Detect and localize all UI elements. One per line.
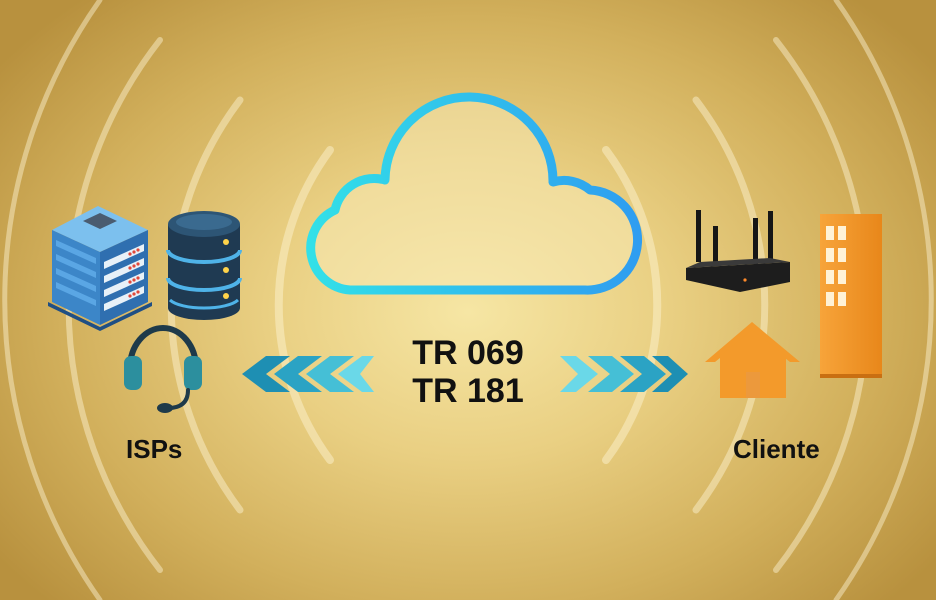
house-icon — [705, 322, 800, 398]
arrow-chevron-right-4 — [652, 356, 688, 392]
protocol-label-tr181: TR 181 — [412, 372, 524, 410]
signal-wave-right-4 — [833, 0, 934, 600]
arrow-left-group — [242, 356, 374, 392]
arrow-chevron-left-3 — [306, 356, 354, 392]
signal-wave-right-1 — [602, 146, 662, 464]
arrow-chevron-right-2 — [588, 356, 634, 392]
arrow-right-group — [560, 356, 688, 392]
arrow-chevron-left-2 — [274, 356, 322, 392]
signal-wave-left-1 — [274, 146, 334, 464]
building-icon — [820, 214, 882, 378]
database-icon — [166, 211, 242, 320]
signal-wave-left-4 — [2, 0, 103, 600]
isp-label: ISPs — [126, 434, 183, 464]
protocol-label-tr069: TR 069 — [412, 334, 524, 372]
headset-icon — [124, 325, 202, 413]
arrow-chevron-left-4 — [338, 356, 374, 392]
cloud-icon — [306, 92, 643, 295]
router-icon — [686, 210, 790, 292]
client-label: Cliente — [733, 434, 820, 464]
signal-wave-right-2 — [692, 96, 769, 514]
server-rack-icon — [48, 206, 152, 331]
arrow-chevron-left-1 — [242, 356, 290, 392]
arrow-chevron-right-1 — [560, 356, 598, 392]
arrow-chevron-right-3 — [620, 356, 666, 392]
